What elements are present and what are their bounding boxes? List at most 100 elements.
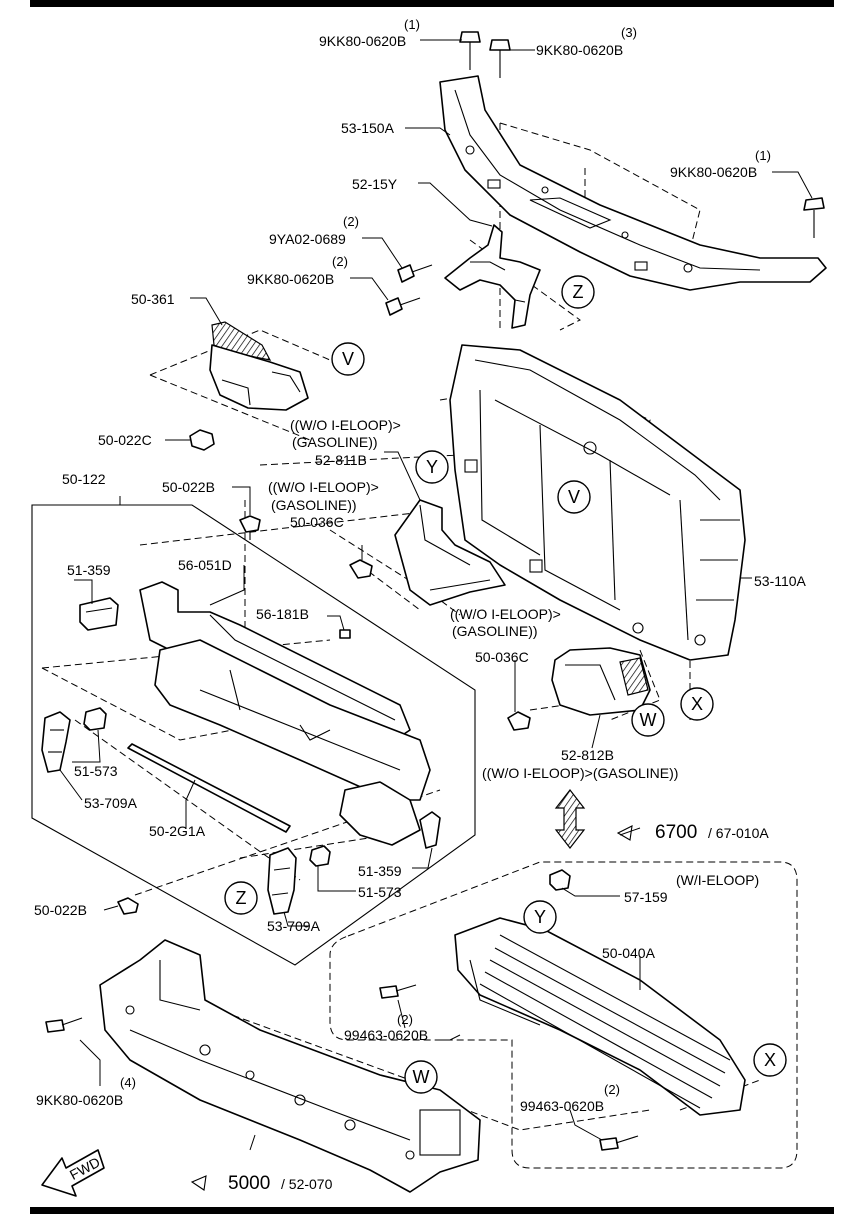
part-number-label: 50-040A xyxy=(602,945,656,961)
svg-text:Z: Z xyxy=(573,282,584,302)
part-number-label: 50-361 xyxy=(131,291,175,307)
clip-50-022B-top xyxy=(239,515,261,540)
callout-y-mid: Y xyxy=(415,450,449,484)
part-number-label: 50-2G1A xyxy=(149,823,206,839)
shutter-50-040A xyxy=(454,917,746,1116)
strip-50-2G1A xyxy=(127,743,291,833)
part-number-label: 56-181B xyxy=(256,606,309,622)
part-number-label: 57-159 xyxy=(624,889,668,905)
svg-text:Y: Y xyxy=(534,907,546,927)
bolt-icon xyxy=(385,297,421,316)
bolt-icon xyxy=(803,197,825,238)
bottom-border-bar xyxy=(30,1207,834,1214)
callout-z-lower: Z xyxy=(224,881,258,915)
part-number-label: 9KK80-0620B xyxy=(36,1092,123,1108)
part-number-label: 51-573 xyxy=(74,763,118,779)
svg-text:Z: Z xyxy=(236,888,247,908)
part-number-label: 51-359 xyxy=(67,562,111,578)
bolt-icon xyxy=(397,264,433,283)
callout-z-top: Z xyxy=(561,275,595,309)
upper-member-53-150A xyxy=(439,75,827,291)
qty-label: (4) xyxy=(120,1075,136,1090)
bolt-icon xyxy=(379,984,417,999)
lower-member xyxy=(99,939,481,1193)
part-51-573-left xyxy=(83,707,107,731)
part-number-label: 50-022C xyxy=(98,432,152,448)
qty-label: (1) xyxy=(755,148,771,163)
clip-50-036C-lower xyxy=(507,711,531,731)
reference-number-label: / 52-070 xyxy=(281,1176,333,1192)
callout-v-mid: V xyxy=(557,480,591,514)
radiator-support-53-110A xyxy=(449,344,746,661)
svg-text:Y: Y xyxy=(426,457,438,477)
bolt-icon xyxy=(45,1017,83,1033)
part-number-label: 51-359 xyxy=(358,863,402,879)
bracket-51-359-left xyxy=(79,597,119,631)
clip-50-022C xyxy=(189,429,215,451)
reference-arrows xyxy=(190,825,641,1191)
qty-label: (2) xyxy=(397,1012,413,1027)
reference-number-label: / 67-010A xyxy=(708,825,769,841)
part-number-label: 99463-0620B xyxy=(344,1027,428,1043)
part-number-label: 9KK80-0620B xyxy=(247,271,334,287)
part-number-label: 52-811B xyxy=(315,452,367,468)
callout-v-top: V xyxy=(331,342,365,376)
leader-lines xyxy=(59,39,813,1141)
note-label: ((W/O I-ELOOP)> xyxy=(268,479,379,495)
part-number-label: 50-122 xyxy=(62,471,106,487)
part-number-label: 53-110A xyxy=(754,573,807,589)
svg-text:X: X xyxy=(764,1050,776,1070)
note-label: ((W/O I-ELOOP)> xyxy=(290,417,401,433)
part-number-label: 50-022B xyxy=(34,902,87,918)
part-51-573-right xyxy=(309,845,331,867)
deflector-52-811B xyxy=(394,499,506,606)
part-number-label: 50-036C xyxy=(290,514,344,530)
part-labels: (1) 9KK80-0620B (3) 9KK80-0620B (1) 9KK8… xyxy=(34,17,807,1194)
bolt-icon xyxy=(599,1135,639,1151)
part-number-label: 53-150A xyxy=(341,120,395,136)
part-number-label: 52-15Y xyxy=(352,176,398,192)
part-number-label: 51-573 xyxy=(358,884,402,900)
note-label: (W/I-ELOOP) xyxy=(676,872,759,888)
callout-w-lower: W xyxy=(404,1060,438,1094)
part-number-label: 9KK80-0620B xyxy=(536,42,623,58)
part-number-label: 9KK80-0620B xyxy=(670,164,757,180)
reinforcement-50-122 xyxy=(154,639,431,801)
bolt-icon xyxy=(489,39,511,78)
bracket-52-15Y xyxy=(444,224,541,329)
callout-x-lower: X xyxy=(753,1043,787,1077)
part-number-label: 53-709A xyxy=(84,795,138,811)
double-arrow-icon xyxy=(554,789,586,849)
svg-text:W: W xyxy=(640,710,657,730)
part-53-709A-right xyxy=(267,847,297,915)
part-number-label: 52-812B xyxy=(561,747,614,763)
bolt-icons xyxy=(45,31,825,1151)
qty-label: (2) xyxy=(343,214,359,229)
fwd-arrow-icon xyxy=(41,1149,105,1197)
reference-number-label: 6700 xyxy=(655,822,697,843)
clip-50-036C-upper xyxy=(349,559,373,579)
bracket-51-359-right xyxy=(339,781,441,849)
qty-label: (3) xyxy=(621,25,637,40)
part-number-label: 53-709A xyxy=(267,918,321,934)
qty-label: (1) xyxy=(404,17,420,32)
part-number-label: 50-036C xyxy=(475,649,529,665)
svg-text:W: W xyxy=(413,1067,430,1087)
part-53-709A-left xyxy=(41,711,71,773)
part-number-label: 50-022B xyxy=(162,479,215,495)
part-57-159 xyxy=(549,869,571,891)
clip-50-022B-bottom xyxy=(117,897,139,915)
svg-text:V: V xyxy=(568,487,580,507)
duct-50-361 xyxy=(209,321,309,411)
note-label: ((W/O I-ELOOP)>(GASOLINE)) xyxy=(482,765,678,781)
part-56-181B xyxy=(339,629,351,639)
part-number-label: 9YA02-0689 xyxy=(269,231,346,247)
callout-w-mid: W xyxy=(631,703,665,737)
callout-x-mid: X xyxy=(680,687,714,721)
note-label: ((W/O I-ELOOP)> xyxy=(450,606,561,622)
svg-text:X: X xyxy=(691,694,703,714)
top-border-bar xyxy=(30,0,834,7)
qty-label: (2) xyxy=(332,254,348,269)
bolt-icon xyxy=(459,31,481,70)
